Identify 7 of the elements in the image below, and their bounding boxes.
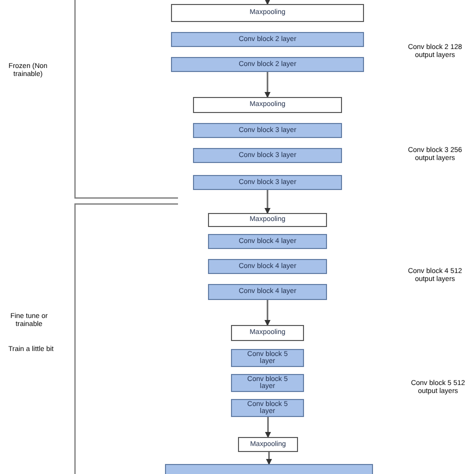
layer-box — [165, 464, 373, 474]
arrow — [266, 452, 272, 465]
arrow — [264, 0, 270, 5]
arrow — [265, 417, 271, 438]
arrow — [264, 190, 270, 214]
arrow — [264, 300, 270, 326]
arrow — [264, 72, 270, 98]
